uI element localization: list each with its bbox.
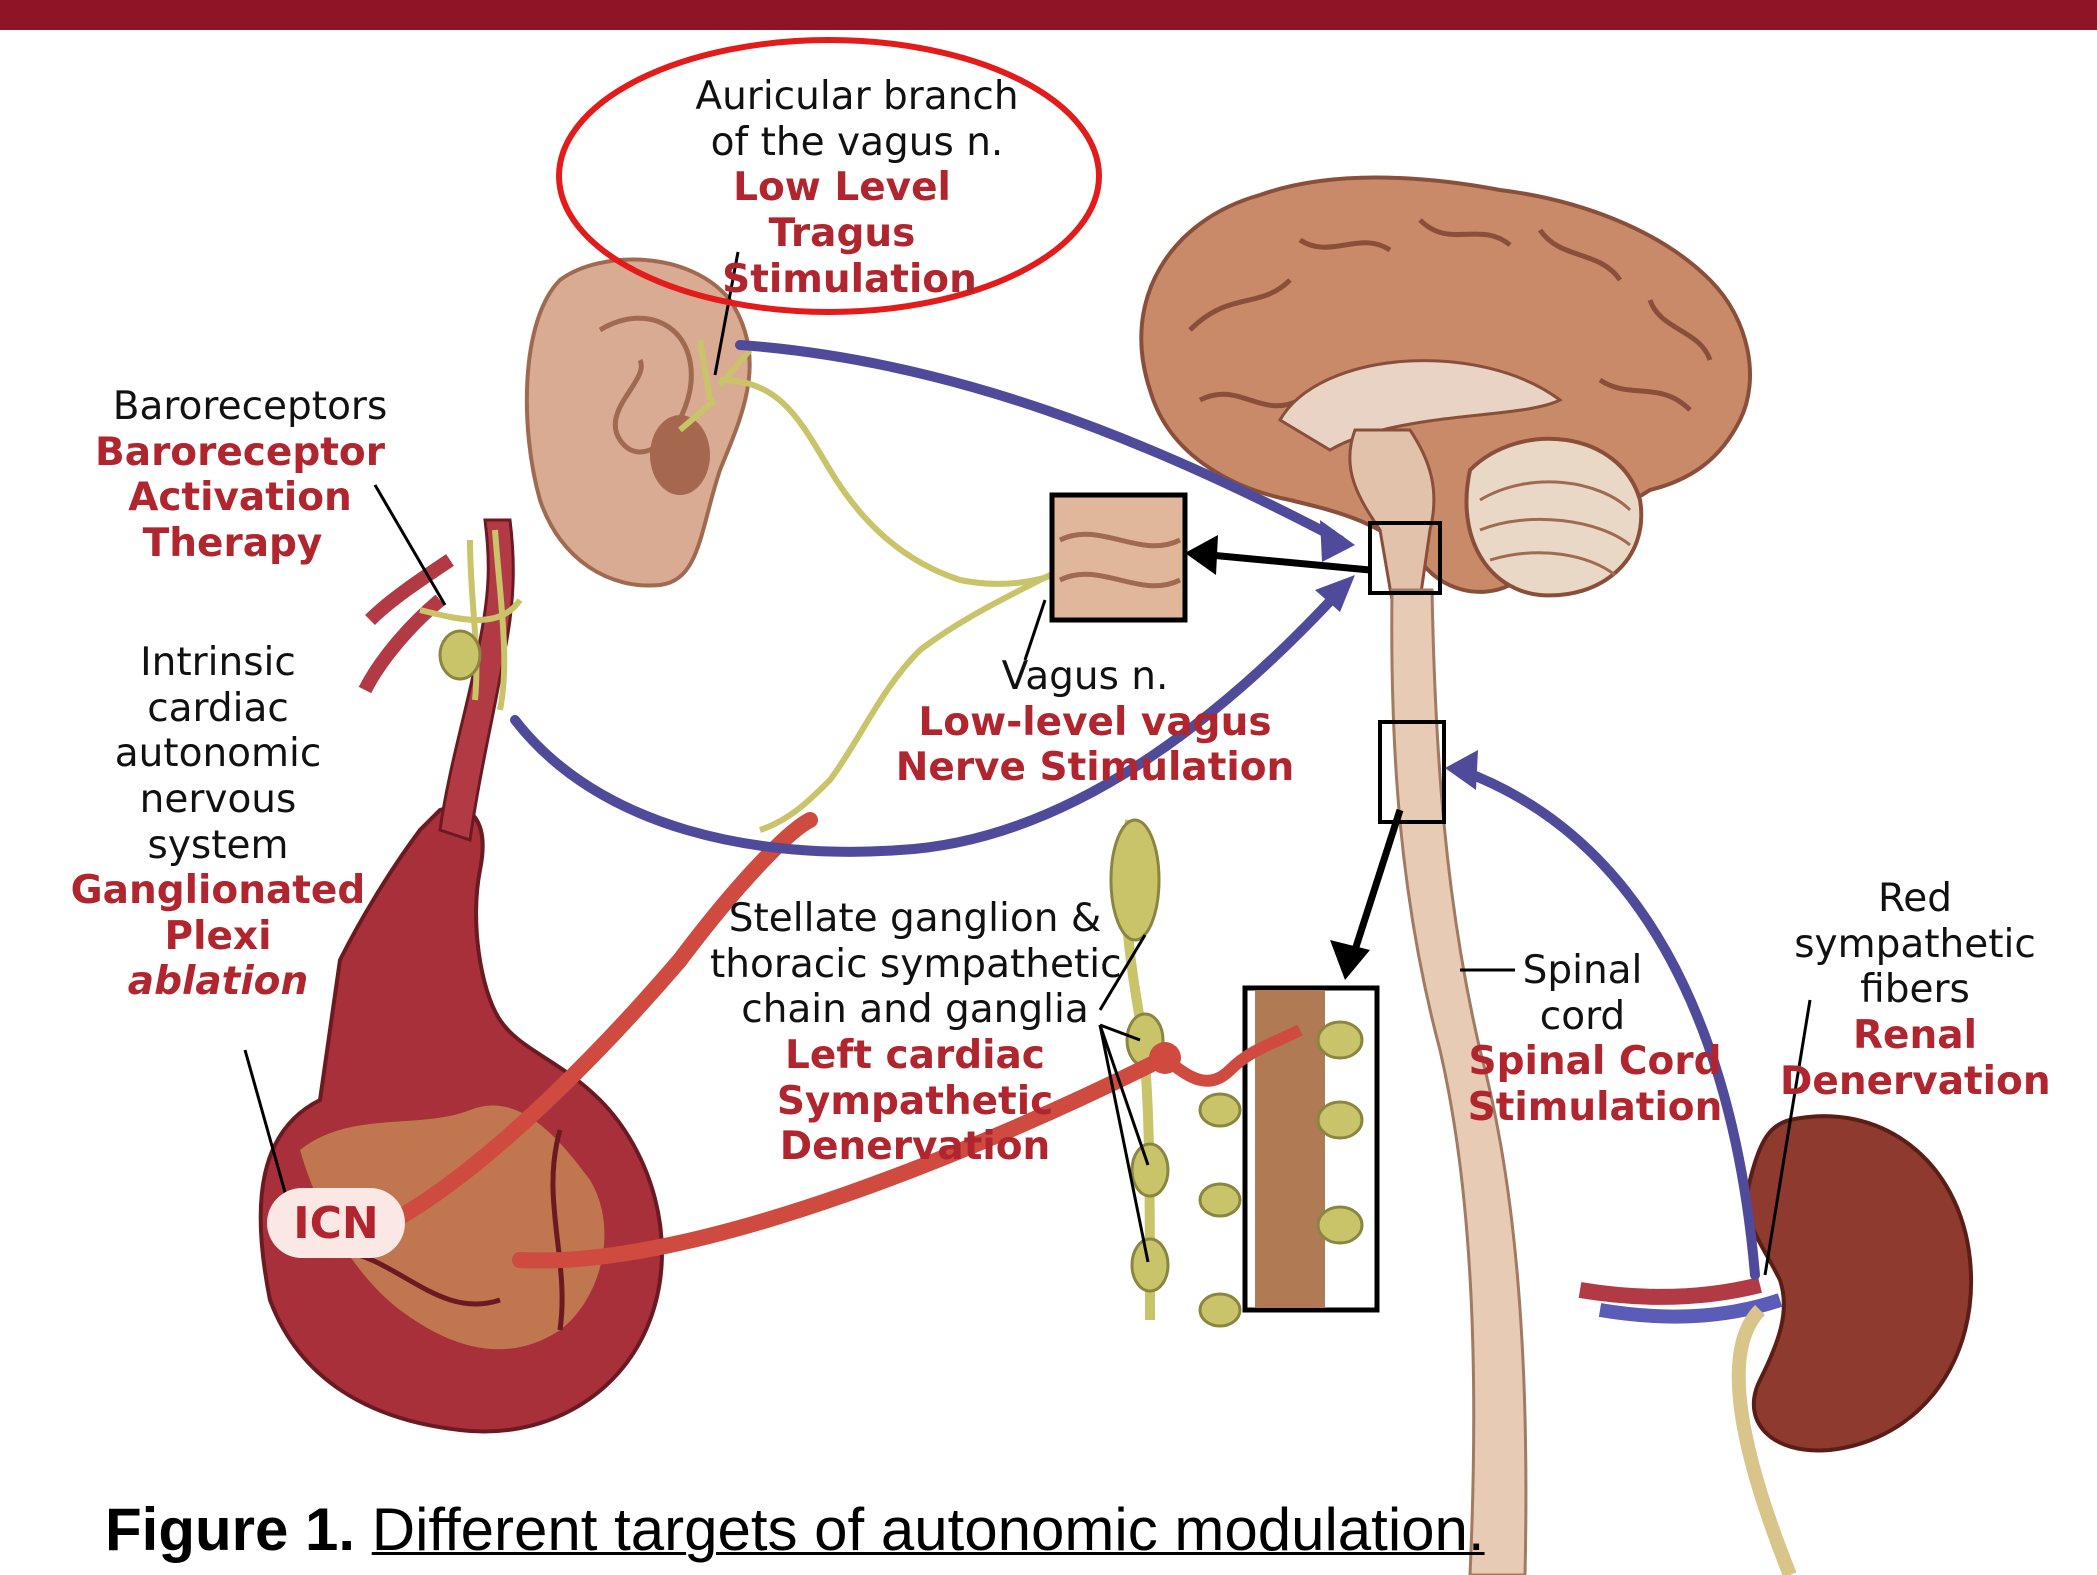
- renal-line1: Red: [1780, 876, 2050, 922]
- intrinsic-line2: cardiac: [68, 686, 368, 732]
- stellate-line3: chain and ganglia: [710, 987, 1120, 1033]
- vagus-therapy-line1: Low-level vagus: [895, 700, 1295, 746]
- baroreceptors-line1: Baroreceptors: [100, 384, 400, 430]
- spinal-therapy-line1: Spinal Cord: [1465, 1039, 1725, 1085]
- intrinsic-line5: system: [68, 823, 368, 869]
- ear-illustration: [527, 260, 750, 586]
- stellate-label: Stellate ganglion & thoracic sympathetic…: [710, 896, 1120, 1170]
- auricular-label: Auricular branch of the vagus n. Low Lev…: [657, 74, 1057, 302]
- auricular-therapy-line3: Stimulation: [642, 257, 1057, 303]
- stellate-therapy-line3: Denervation: [710, 1124, 1120, 1170]
- stellate-line2: thoracic sympathetic: [710, 942, 1120, 988]
- kidney-illustration: [1580, 1116, 1971, 1575]
- figure-caption: Figure 1. Different targets of autonomic…: [105, 1495, 1485, 1564]
- intrinsic-line1: Intrinsic: [68, 640, 368, 686]
- intrinsic-line4: nervous: [68, 777, 368, 823]
- vagus-line1: Vagus n.: [875, 654, 1295, 700]
- intrinsic-label: Intrinsic cardiac autonomic nervous syst…: [68, 640, 368, 1005]
- stellate-therapy-line2: Sympathetic: [710, 1079, 1120, 1125]
- renal-line3: fibers: [1780, 967, 2050, 1013]
- intrinsic-therapy-line2: Plexi: [68, 914, 368, 960]
- stellate-therapy-line1: Left cardiac: [710, 1033, 1120, 1079]
- auricular-line1: Auricular branch: [657, 74, 1057, 120]
- renal-line2: sympathetic: [1780, 922, 2050, 968]
- top-banner: [0, 0, 2097, 30]
- spinal-line1: Spinal: [1440, 948, 1725, 994]
- vagus-label: Vagus n. Low-level vagus Nerve Stimulati…: [895, 654, 1295, 791]
- spinal-label: Spinal cord Spinal Cord Stimulation: [1465, 948, 1725, 1131]
- auricular-therapy-line1: Low Level: [627, 165, 1057, 211]
- caption-text: Different targets of autonomic modulatio…: [372, 1496, 1485, 1563]
- spinal-therapy-line2: Stimulation: [1465, 1085, 1725, 1131]
- vagus-inset-box: [1052, 495, 1185, 620]
- baroreceptors-therapy-line1: Baroreceptor: [80, 430, 400, 476]
- baroreceptors-therapy-line3: Therapy: [65, 521, 400, 567]
- intrinsic-therapy-line1: Ganglionated: [68, 868, 368, 914]
- caption-prefix: Figure 1.: [105, 1496, 355, 1563]
- auricular-line2: of the vagus n.: [657, 120, 1057, 166]
- vagus-therapy-line2: Nerve Stimulation: [895, 745, 1295, 791]
- baroreceptors-label: Baroreceptors Baroreceptor Activation Th…: [100, 384, 400, 567]
- spinal-line2: cord: [1440, 994, 1725, 1040]
- icn-badge: ICN: [267, 1188, 405, 1258]
- intrinsic-therapy-line3: ablation: [68, 959, 368, 1005]
- renal-therapy-line1: Renal: [1780, 1013, 2050, 1059]
- auricular-therapy-line2: Tragus: [627, 211, 1057, 257]
- renal-label: Red sympathetic fibers Renal Denervation: [1780, 876, 2050, 1104]
- brain-illustration: [1141, 178, 1750, 601]
- intrinsic-line3: autonomic: [68, 731, 368, 777]
- baroreceptors-therapy-line2: Activation: [80, 475, 400, 521]
- stellate-line1: Stellate ganglion &: [710, 896, 1120, 942]
- renal-therapy-line2: Denervation: [1780, 1059, 2050, 1105]
